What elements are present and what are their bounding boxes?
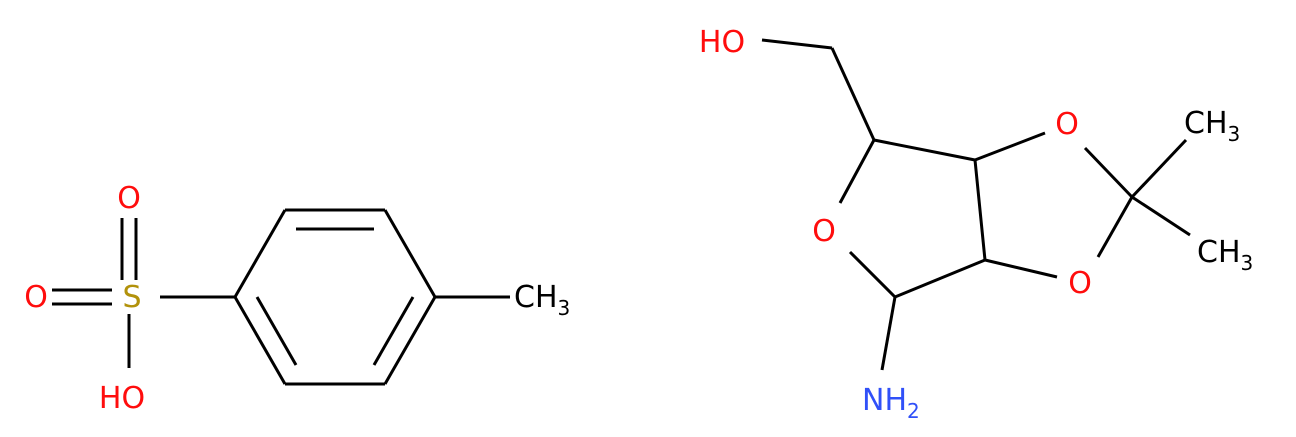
tosylate-oxygen-left: O — [24, 280, 48, 315]
tosylate-hydroxyl: HO — [99, 381, 145, 416]
tosylate-sulfur: S — [122, 280, 141, 315]
bond-ring-6 — [233, 296, 287, 385]
sugar-methyl-bottom: CH3 — [1197, 235, 1253, 275]
tosylate-structure: O O S HO CH3 — [24, 181, 570, 416]
bond-cq-methyl-bottom — [1131, 195, 1191, 237]
sugar-amine-label: NH — [862, 383, 907, 418]
sugar-amine: NH2 — [862, 383, 920, 423]
bond-c1-c2 — [894, 258, 986, 299]
tosylate-oxygen-top: O — [117, 181, 141, 216]
bond-o-ring-c1 — [848, 250, 897, 299]
bond-ring-1 — [233, 209, 287, 298]
sugar-methyl-bottom-subscript: 3 — [1241, 251, 1254, 275]
sugar-methyl-top: CH3 — [1184, 106, 1240, 146]
bond-cq-methyl-top — [1130, 138, 1188, 199]
tosylate-methyl-label: CH — [514, 280, 558, 315]
bond-ring-3 — [383, 209, 437, 298]
bond-c4-o-ring — [838, 139, 876, 204]
bond-cq-o-bottom — [1096, 196, 1134, 258]
sugar-dioxolane-oxygen-bottom: O — [1068, 266, 1092, 301]
bond-o-bottom-c2 — [984, 258, 1058, 279]
sugar-methyl-top-subscript: 3 — [1228, 122, 1241, 146]
sugar-methyl-bottom-label: CH — [1197, 235, 1241, 270]
bond-ch2-c4 — [830, 47, 876, 141]
tosylate-methyl-subscript: 3 — [558, 296, 571, 320]
bond-ring-4 — [383, 296, 437, 385]
sugar-ring-oxygen: O — [812, 214, 836, 249]
sugar-methyl-top-label: CH — [1184, 106, 1228, 141]
bond-c1-amine — [880, 296, 897, 371]
sugar-amine-subscript: 2 — [907, 399, 920, 423]
aminosugar-structure: HO O O O CH3 CH3 NH2 — [699, 25, 1253, 423]
bond-ho-ch2 — [761, 38, 833, 50]
bond-c3-c4 — [873, 138, 976, 162]
sugar-hydroxyl: HO — [699, 25, 745, 60]
bond-ring-6-inner — [255, 296, 298, 366]
tosylate-methyl: CH3 — [514, 280, 570, 320]
bond-c2-c3 — [973, 159, 987, 261]
bond-o-top-cq — [1083, 146, 1134, 199]
bond-ring-4-inner — [372, 296, 415, 366]
sugar-dioxolane-oxygen-top: O — [1055, 107, 1079, 142]
bond-c3-o-top — [974, 131, 1046, 162]
